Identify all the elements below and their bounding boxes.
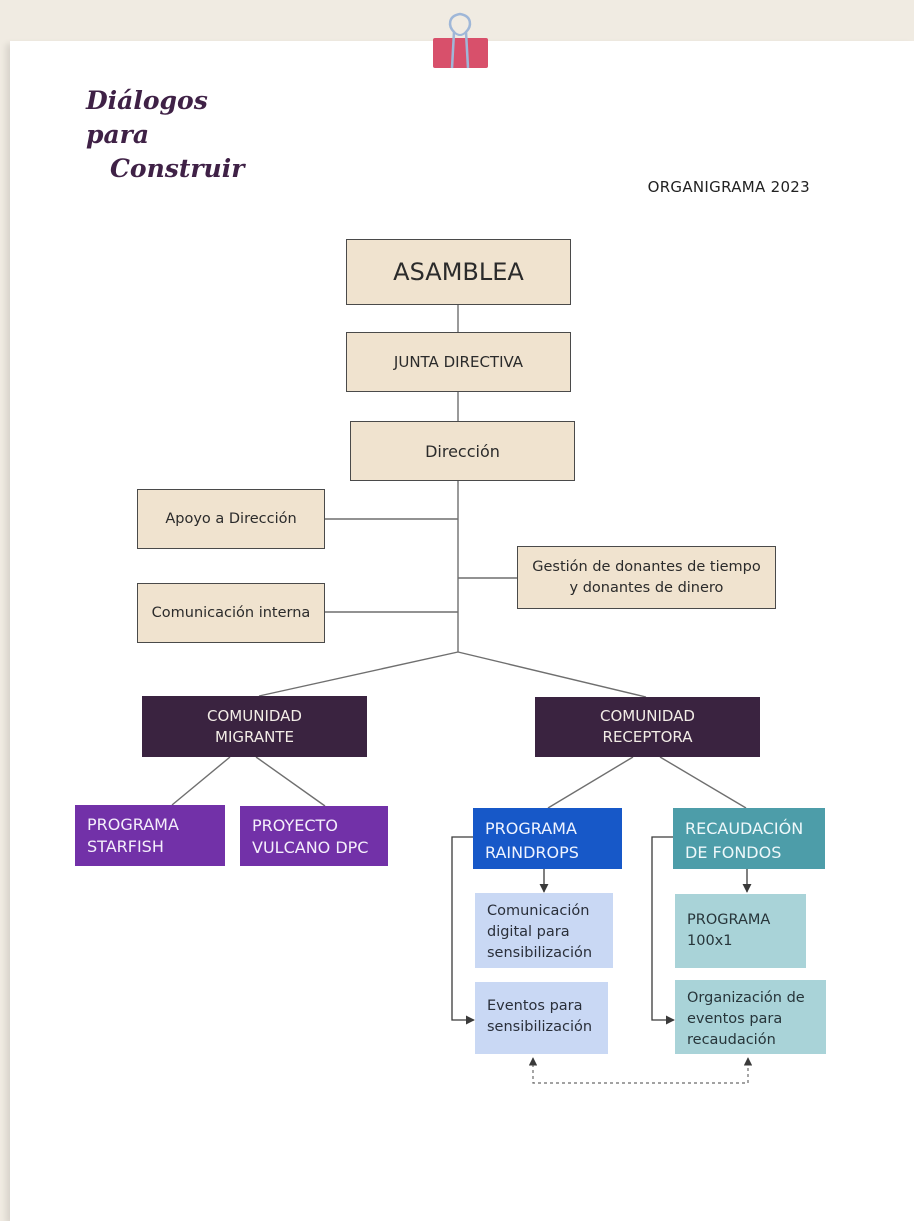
logo-line-2: Construir [110, 154, 245, 183]
node-direccion: Dirección [350, 421, 575, 481]
node-comunidad-receptora: COMUNIDAD RECEPTORA [535, 697, 760, 757]
node-programa-starfish: PROGRAMA STARFISH [75, 805, 225, 866]
node-proyecto-vulcano: PROYECTO VULCANO DPC [240, 806, 388, 866]
node-junta-directiva: JUNTA DIRECTIVA [346, 332, 571, 392]
node-asamblea: ASAMBLEA [346, 239, 571, 305]
binder-clip-wire-icon [448, 12, 472, 69]
binder-clip-icon [433, 38, 488, 68]
page-title: ORGANIGRAMA 2023 [647, 178, 810, 196]
node-gestion-donantes: Gestión de donantes de tiempo y donantes… [517, 546, 776, 609]
logo: Diálogos para Construir [86, 84, 266, 186]
node-organizacion-eventos: Organización de eventos para recaudación [675, 980, 826, 1054]
node-comunidad-migrante: COMUNIDAD MIGRANTE [142, 696, 367, 757]
node-comunicacion-interna: Comunicación interna [137, 583, 325, 643]
node-recaudacion-fondos: RECAUDACIÓN DE FONDOS [673, 808, 825, 869]
node-comunicacion-digital: Comunicación digital para sensibilizació… [475, 893, 613, 968]
logo-line-1: Diálogos para [86, 86, 208, 149]
node-eventos-sensibilizacion: Eventos para sensibilización [475, 982, 608, 1054]
node-programa-raindrops: PROGRAMA RAINDROPS [473, 808, 622, 869]
node-programa-100x1: PROGRAMA 100x1 [675, 894, 806, 968]
node-apoyo-direccion: Apoyo a Dirección [137, 489, 325, 549]
